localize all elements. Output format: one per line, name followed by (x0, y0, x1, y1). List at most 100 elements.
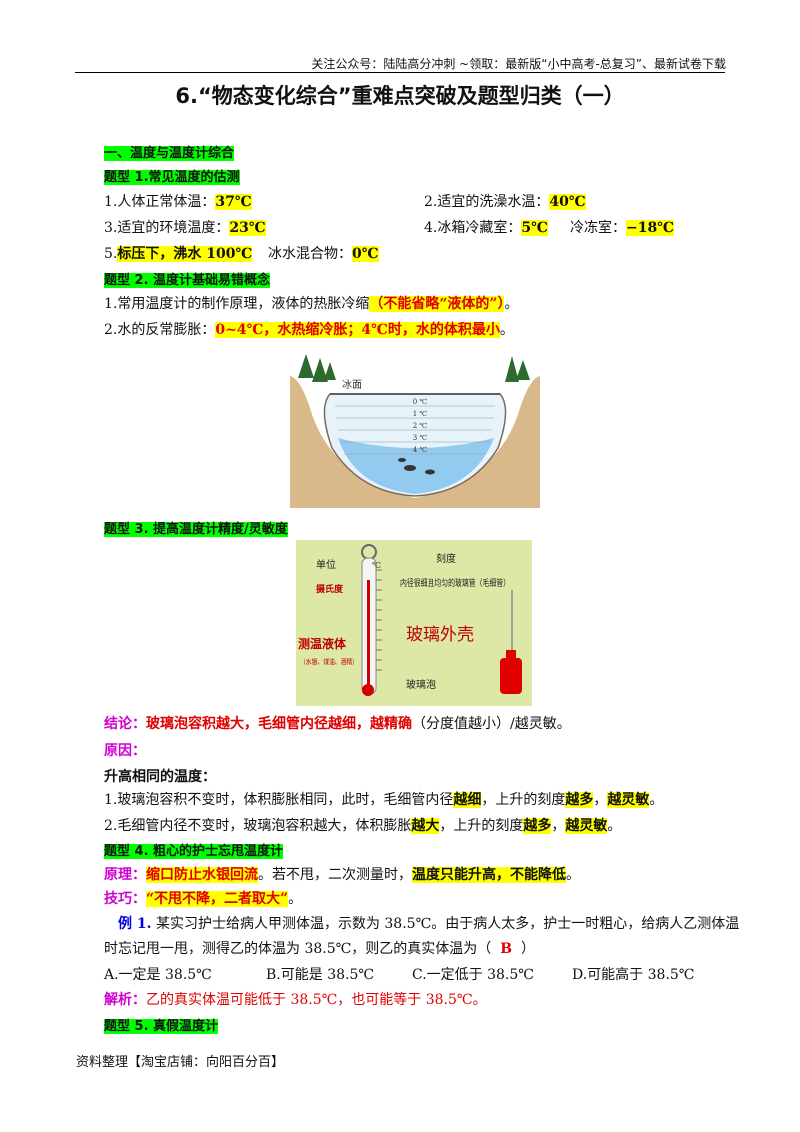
principle-mid: 。若不甩，二次测量时， (258, 867, 412, 883)
example-text2a: 时忘记甩一甩，测得乙的体温为 38.5℃，则乙的真实体温为（ (104, 941, 492, 957)
layer-2: 2 ℃ (413, 422, 428, 430)
r2-c: ， (551, 818, 566, 834)
bulb-label: 玻璃泡 (406, 678, 436, 691)
option-b-text: B.可能是 38.5℃ (266, 967, 375, 983)
reason-sub-text: 升高相同的温度： (104, 769, 216, 785)
layer-4: 4 ℃ (413, 446, 428, 454)
r1-b: ，上升的刻度 (481, 792, 566, 808)
type1-row3a: 5.标压下，沸水 100℃ (104, 244, 253, 264)
footer: 资料整理【淘宝店铺：向阳百分百】 (76, 1055, 285, 1070)
icewater-value: 0℃ (352, 246, 379, 262)
r1-c: ， (593, 792, 608, 808)
conclusion: 结论：玻璃泡容积越大，毛细管内径越细，越精确（分度值越小）/越灵敏。 (104, 714, 571, 734)
conclusion-red: 玻璃泡容积越大，毛细管内径越细，越精确 (146, 716, 412, 732)
r2-h2: 越多 (523, 818, 552, 834)
header-note: 关注公众号：陆陆高分冲刺 ~领取：最新版“小中高考-总复习”、最新试卷下载 (311, 57, 726, 71)
env-temp-value: 23℃ (229, 220, 266, 236)
body-temp-value: 37℃ (215, 194, 252, 210)
icewater-label: 冰水混合物： (268, 246, 352, 262)
header-rule (75, 72, 725, 73)
example-answer: B (500, 941, 513, 957)
example-label: 例 1. (118, 916, 152, 932)
r1-h1: 越细 (453, 792, 482, 808)
option-d: D.可能高于 38.5℃ (572, 965, 694, 985)
reason: 原因： (104, 741, 146, 761)
r2-h1: 越大 (411, 818, 440, 834)
type1-row1a: 1.人体正常体温：37℃ (104, 192, 252, 212)
principle-hl2: 温度只能升高，不能降低 (412, 867, 566, 883)
type2-l2-end: 。 (499, 322, 514, 338)
tip: 技巧：“不甩不降，二者取大”。 (104, 889, 302, 909)
type2-l1-hl: （不能省略“液体的”） (369, 296, 505, 312)
r2-b: ，上升的刻度 (439, 818, 524, 834)
principle-end: 。 (566, 867, 580, 883)
type3-label-text: 题型 3. 提高温度计精度/灵敏度 (104, 522, 288, 537)
layer-0: 0 ℃ (413, 398, 428, 406)
example-line1: 例 1. 某实习护士给病人甲测体温，示数为 38.5℃。由于病人太多，护士一时粗… (118, 914, 739, 934)
unit-label: 单位 (316, 558, 336, 571)
conclusion-label: 结论： (104, 716, 146, 732)
thermometer-figure: 单位 ℃ 刻度 摄氏度 内径很细且均匀的玻璃管（毛细管） 玻璃外壳 测温液体 （… (296, 540, 532, 706)
boil-label: 5. (104, 246, 118, 262)
layer-1: 1 ℃ (413, 410, 428, 418)
fridge-label: 4.冰箱冷藏室： (424, 220, 522, 236)
option-c-text: C.一定低于 38.5℃ (412, 967, 534, 983)
r1-h2: 越多 (565, 792, 594, 808)
layer-3: 3 ℃ (413, 434, 428, 442)
reason-sub: 升高相同的温度： (104, 767, 216, 787)
r1-h3: 越灵敏 (607, 792, 650, 808)
option-a: A.一定是 38.5℃ (104, 965, 212, 985)
ice-label: 冰面 (342, 378, 362, 391)
type5-label: 题型 5. 真假温度计 (104, 1016, 219, 1037)
section-heading: 一、温度与温度计综合 (104, 143, 235, 164)
bath-temp-label: 2.适宜的洗澡水温： (424, 194, 550, 210)
tube-label: 内径很细且均匀的玻璃管（毛细管） (400, 577, 510, 589)
r1-d: 。 (649, 792, 664, 808)
r2-a: 2.毛细管内径不变时，玻璃泡容积越大，体积膨胀 (104, 818, 412, 834)
scale-label: 刻度 (436, 552, 456, 565)
type1-row1b: 2.适宜的洗澡水温：40℃ (424, 192, 586, 212)
boil-value: 标压下，沸水 100℃ (117, 246, 253, 262)
type1-label: 题型 1.常见温度的估测 (104, 167, 240, 188)
example-text1: 某实习护士给病人甲测体温，示数为 38.5℃。由于病人太多，护士一时粗心，给病人… (151, 916, 740, 932)
type1-row2c: 冷冻室：−18℃ (570, 218, 674, 238)
option-b: B.可能是 38.5℃ (266, 965, 374, 985)
analysis-text: 乙的真实体温可能低于 38.5℃，也可能等于 38.5℃。 (146, 992, 487, 1008)
type2-label-text: 题型 2. 温度计基础易错概念 (104, 273, 271, 288)
principle: 原理：缩口防止水银回流。若不甩，二次测量时，温度只能升高，不能降低。 (104, 865, 580, 885)
type4-label: 题型 4. 粗心的护士忘甩温度计 (104, 841, 284, 862)
reason-row2: 2.毛细管内径不变时，玻璃泡容积越大，体积膨胀越大，上升的刻度越多，越灵敏。 (104, 816, 621, 836)
page-title: 6.“物态变化综合”重难点突破及题型归类（一） (175, 84, 625, 108)
lake-figure: 冰面 0 ℃ 1 ℃ 2 ℃ 3 ℃ 4 ℃ (290, 354, 540, 508)
example-line2: 时忘记甩一甩，测得乙的体温为 38.5℃，则乙的真实体温为（ B ） (104, 939, 535, 959)
celsius-label: 摄氏度 (316, 583, 344, 595)
principle-label: 原理： (104, 867, 146, 883)
fridge-value: 5℃ (521, 220, 548, 236)
type2-line1: 1.常用温度计的制作原理，液体的热胀冷缩（不能省略“液体的”）。 (104, 294, 518, 314)
r2-d: 。 (607, 818, 622, 834)
unit-mark: ℃ (372, 561, 381, 570)
analysis: 解析：乙的真实体温可能低于 38.5℃，也可能等于 38.5℃。 (104, 990, 487, 1010)
tip-hl: “不甩不降，二者取大” (146, 891, 289, 907)
type2-l1-end: 。 (504, 296, 519, 312)
type1-label-text: 题型 1.常见温度的估测 (104, 170, 240, 185)
option-a-text: A.一定是 38.5℃ (104, 967, 212, 983)
type2-label: 题型 2. 温度计基础易错概念 (104, 270, 271, 291)
liquid-note: （水银、煤油、酒精） (300, 657, 358, 666)
tip-label: 技巧： (104, 891, 146, 907)
type2-line2: 2.水的反常膨胀：0~4℃，水热缩冷胀；4℃时，水的体积最小。 (104, 320, 514, 340)
type2-l2-text: 2.水的反常膨胀： (104, 322, 216, 338)
type4-label-text: 题型 4. 粗心的护士忘甩温度计 (104, 844, 284, 859)
type2-l1-text: 1.常用温度计的制作原理，液体的热胀冷缩 (104, 296, 370, 312)
freezer-value: −18℃ (626, 220, 674, 236)
r2-h3: 越灵敏 (565, 818, 608, 834)
env-temp-label: 3.适宜的环境温度： (104, 220, 230, 236)
type5-label-text: 题型 5. 真假温度计 (104, 1019, 219, 1034)
type1-row3b: 冰水混合物：0℃ (268, 244, 379, 264)
section-heading-text: 一、温度与温度计综合 (104, 146, 235, 161)
example-text2b: ） (520, 941, 535, 957)
shell-label: 玻璃外壳 (406, 625, 474, 645)
body-temp-label: 1.人体正常体温： (104, 194, 216, 210)
type1-row2b: 4.冰箱冷藏室：5℃ (424, 218, 548, 238)
option-d-text: D.可能高于 38.5℃ (572, 967, 695, 983)
